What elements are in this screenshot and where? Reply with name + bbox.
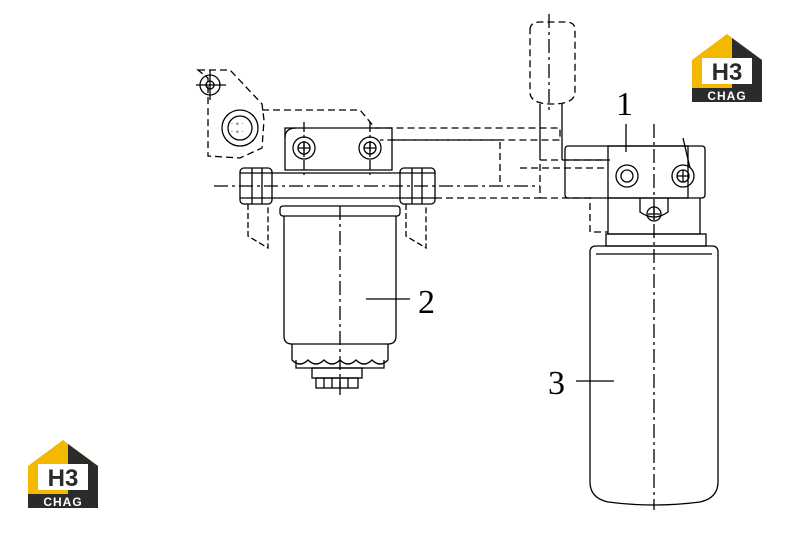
- svg-text:· ⚬ ·: · ⚬ ·: [231, 121, 244, 128]
- callout-2: 2: [418, 284, 435, 321]
- svg-text:H3: H3: [48, 465, 79, 492]
- filter-2-head: [214, 122, 540, 250]
- filter-3: [576, 245, 719, 506]
- left-pivot: · ⚬ · · ⚬ ·: [196, 70, 259, 147]
- connecting-pipe: [392, 139, 608, 233]
- brand-logo-top-right: H3 CHAG: [688, 30, 766, 104]
- callout-1: 1: [616, 86, 633, 123]
- left-bracket: [196, 69, 561, 159]
- brand-logo-bottom-left: H3 CHAG: [24, 436, 102, 510]
- svg-text:· ⚬ ·: · ⚬ ·: [231, 129, 244, 136]
- filter-1-head: [564, 124, 707, 510]
- callout-3: 3: [548, 365, 565, 402]
- svg-text:H3: H3: [712, 59, 743, 86]
- handle: [529, 14, 576, 160]
- svg-text:CHAG: CHAG: [43, 495, 82, 509]
- svg-text:CHAG: CHAG: [707, 89, 746, 103]
- filter-2: [279, 205, 410, 395]
